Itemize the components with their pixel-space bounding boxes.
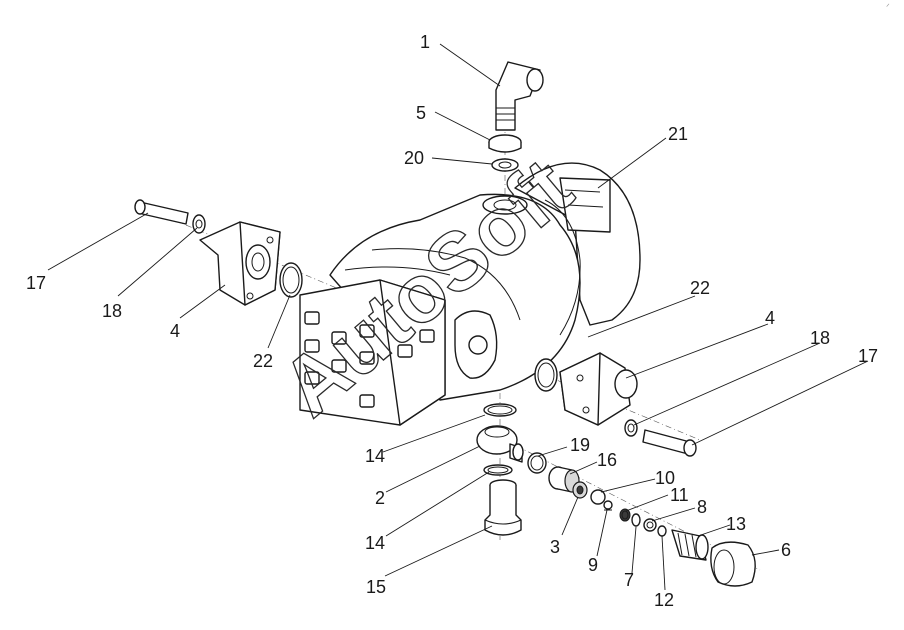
hollow-bolt [484,479,522,536]
ball-9 [603,500,613,511]
elbow-fitting [495,61,544,131]
callout-label: 4 [765,308,775,328]
bolt-right [642,429,697,457]
washer-right [624,419,638,437]
callout-label: 6 [781,540,791,560]
seat-3 [572,481,588,499]
adjuster-13 [671,529,709,561]
hex-nut [488,134,522,153]
callout-label: 3 [550,537,560,557]
callout-label: 21 [668,124,688,144]
callout-label: 10 [655,468,675,488]
flange-left [199,221,281,306]
ring-10 [590,489,606,505]
callout-label: 17 [858,346,878,366]
callout-label: 7 [624,570,634,590]
washer-8 [643,518,657,532]
spring-11 [619,508,631,522]
callout-label: 9 [588,555,598,575]
callout-label: 18 [810,328,830,348]
callout-label: 11 [670,485,689,505]
callout-label: 19 [570,435,590,455]
callout-labels: 1 5 20 21 17 18 4 22 22 4 18 17 14 19 16… [26,32,878,610]
callout-label: 14 [365,533,385,553]
bolt-heads [304,311,435,408]
callout-label: 15 [366,577,386,597]
callout-label: 5 [416,103,426,123]
callout-label: 2 [375,488,385,508]
pump-housing [299,162,641,426]
flange-right [559,352,638,426]
banjo-fitting [476,425,524,463]
callout-label: 13 [726,514,746,534]
callout-label: 4 [170,321,180,341]
callout-label: 17 [26,273,46,293]
washer-7 [631,513,641,527]
callout-label: 18 [102,301,122,321]
o-ring-upper [483,403,517,417]
sleeve-16 [548,466,580,493]
o-ring-lower [483,464,513,476]
callout-label: 16 [597,450,617,470]
o-ring-right [534,358,558,392]
ring-19 [527,452,547,474]
callout-label: 20 [404,148,424,168]
callout-label: 8 [697,497,707,517]
callout-label: 14 [365,446,385,466]
cap-nut-6 [710,541,756,587]
washer-12 [657,525,667,537]
callout-label: 12 [654,590,674,610]
o-ring-left [279,262,303,298]
seal-washer [491,158,519,172]
corner-mark: ᐟ [886,2,890,12]
bolt-left [134,199,189,225]
callout-label: 22 [690,278,710,298]
callout-label: 1 [420,32,430,52]
callout-label: 22 [253,351,273,371]
leader-lines [47,43,869,591]
